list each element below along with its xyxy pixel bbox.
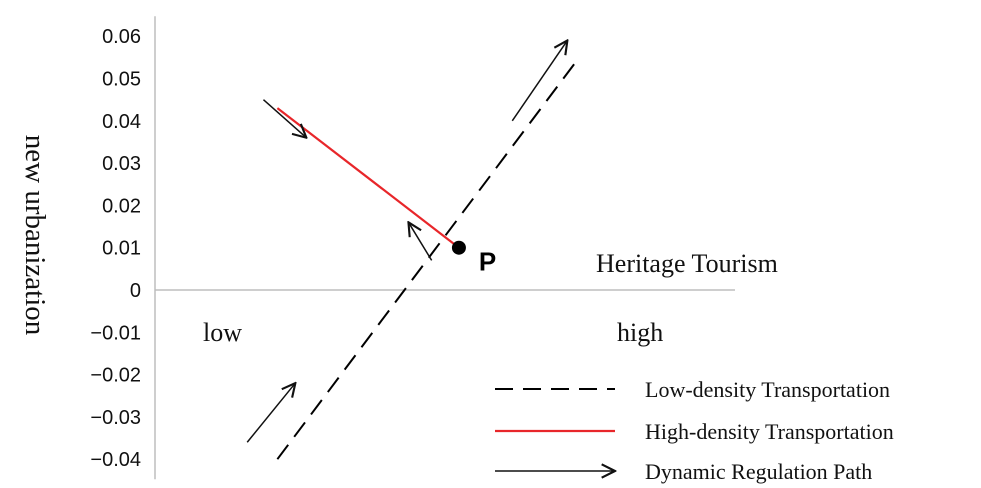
regulation-arrow [408, 222, 433, 261]
point-p-marker [451, 240, 466, 255]
y-tick-label: 0.01 [102, 238, 141, 260]
regulation-arrow [246, 383, 295, 443]
y-tick-label: 0.02 [102, 195, 141, 217]
y-axis-label: new urbanization [19, 135, 51, 336]
point-layer: P [451, 240, 496, 277]
y-tick-label: −0.04 [90, 449, 141, 471]
y-tick-label: 0.04 [102, 111, 141, 133]
point-p-label: P [479, 247, 496, 277]
x-low-label: low [203, 318, 242, 347]
legend-item: High-density Transportation [495, 419, 894, 444]
high-density-line [276, 107, 460, 249]
y-tick-label: 0.03 [102, 153, 141, 175]
y-tick-label: 0.05 [102, 69, 141, 91]
axes [154, 16, 735, 480]
regulation-arrow [262, 99, 306, 138]
y-tick-label: 0 [130, 280, 141, 302]
x-high-label: high [617, 318, 663, 347]
series-layer [276, 60, 577, 460]
legend-item: Dynamic Regulation Path [495, 459, 872, 484]
legend-label: Dynamic Regulation Path [645, 459, 872, 484]
y-tick-label: −0.02 [90, 365, 141, 387]
y-tick-label: −0.01 [90, 322, 141, 344]
legend-item: Low-density Transportation [495, 377, 890, 402]
y-tick-labels: 0.06 0.05 0.04 0.03 0.02 0.01 0 −0.01 −0.02 −0.03… [90, 26, 141, 471]
legend-label: Low-density Transportation [645, 377, 890, 402]
x-axis-label: Heritage Tourism [596, 249, 778, 278]
y-tick-label: 0.06 [102, 26, 141, 48]
legend-label: High-density Transportation [645, 419, 894, 444]
low-density-line [276, 60, 577, 460]
y-tick-label: −0.03 [90, 407, 141, 429]
dynamic-regulation-arrows [246, 40, 567, 443]
regulation-arrow [511, 40, 567, 122]
